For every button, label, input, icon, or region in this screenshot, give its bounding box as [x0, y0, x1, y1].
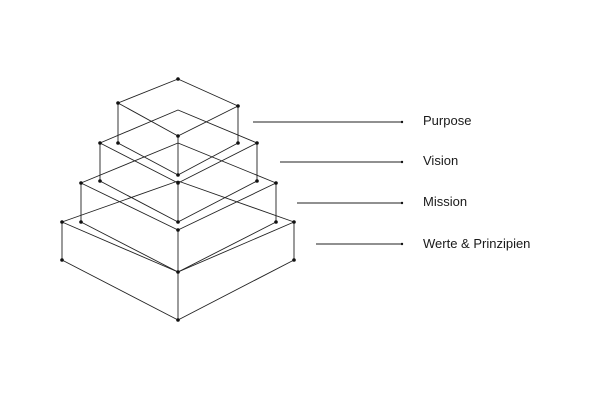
- pyramid-layer-mission: [80, 142, 277, 273]
- connector-lines: [253, 121, 402, 245]
- vertex-dots: [60, 77, 404, 322]
- label-purpose: Purpose: [423, 113, 472, 128]
- label-vision: Vision: [423, 153, 459, 168]
- label-werte-prinzipien: Werte & Prinzipien: [423, 236, 531, 251]
- label-mission: Mission: [423, 194, 468, 209]
